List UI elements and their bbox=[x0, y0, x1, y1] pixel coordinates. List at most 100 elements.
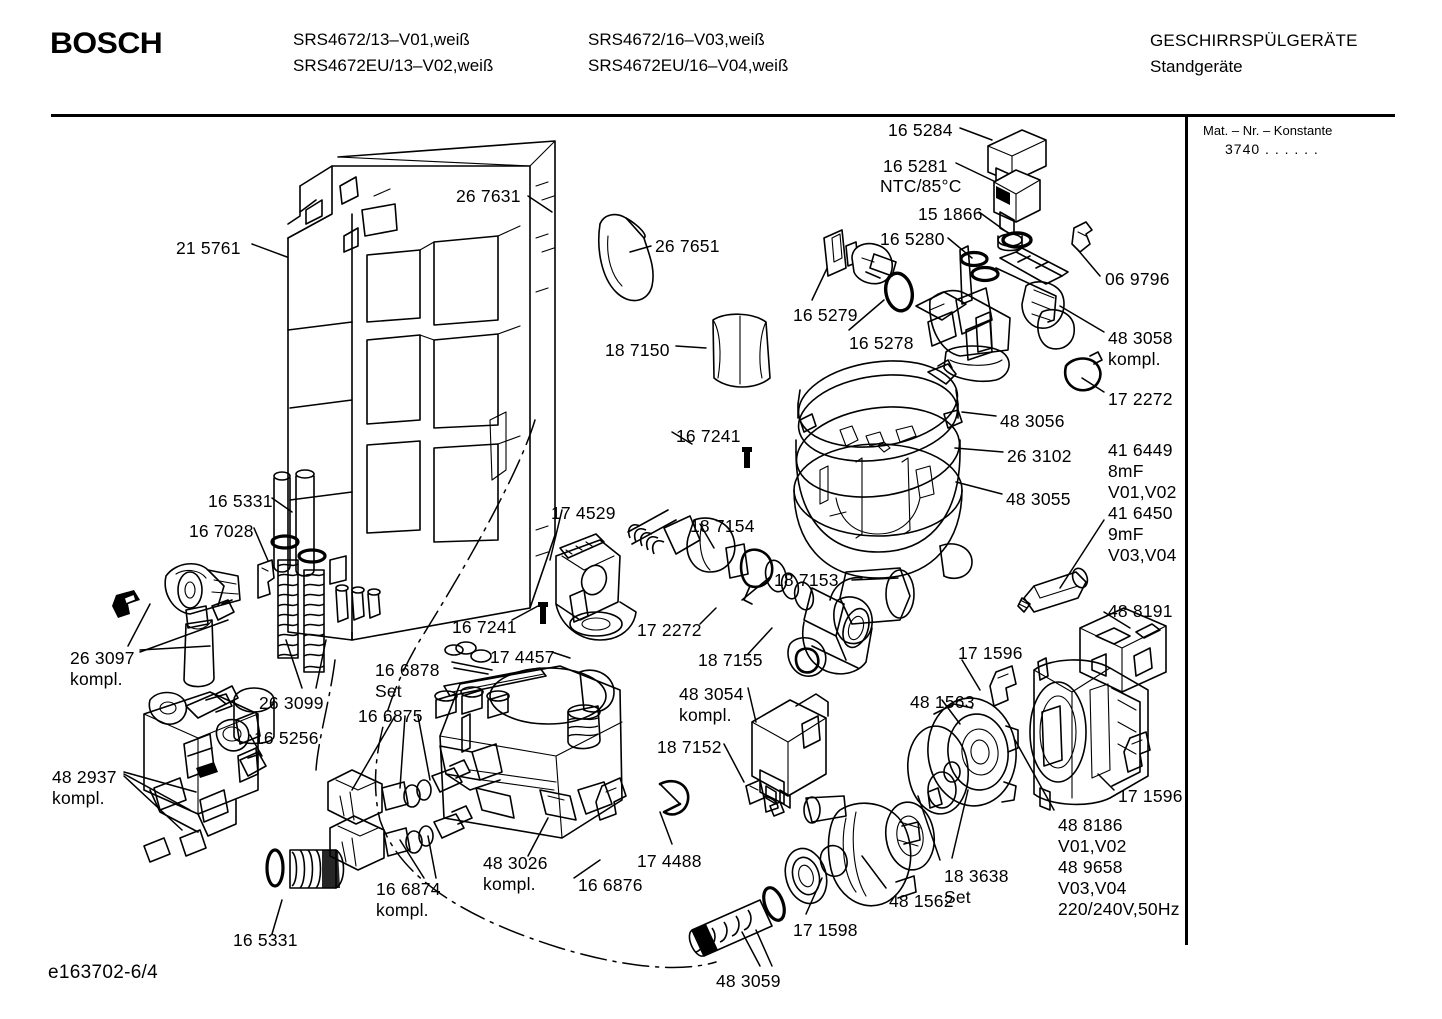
part-number-note: 41 6450 bbox=[1108, 503, 1173, 523]
part-number-label: 48 3059 bbox=[716, 971, 781, 992]
part-number-label: 16 5256 bbox=[254, 728, 319, 749]
part-number-note: kompl. bbox=[1108, 349, 1161, 369]
part-number: 16 6874 bbox=[376, 879, 441, 899]
part-number-note: Set bbox=[375, 681, 402, 701]
part-number-label: 18 7152 bbox=[657, 737, 722, 758]
part-number-label: 17 1596 bbox=[1118, 786, 1183, 807]
model-column-1: SRS4672/13–V01,weiß SRS4672EU/13–V02,wei… bbox=[293, 27, 493, 79]
part-number: 17 1596 bbox=[958, 643, 1023, 663]
bosch-logo: BOSCH bbox=[50, 27, 163, 60]
part-number: 48 3055 bbox=[1006, 489, 1071, 509]
oring-165331-upper bbox=[270, 534, 300, 550]
part-number-label: 17 4488 bbox=[637, 851, 702, 872]
part-number-label: 26 3099 bbox=[259, 693, 324, 714]
part-number-note: V03,V04 bbox=[1108, 545, 1177, 565]
part-number-label: 16 7241 bbox=[452, 617, 517, 638]
part-number: 16 7241 bbox=[676, 426, 741, 446]
part-number-label: 17 4457 bbox=[490, 647, 555, 668]
model-line: SRS4672/16–V03,weiß bbox=[588, 30, 765, 49]
oring-151866 bbox=[1001, 231, 1033, 249]
category-column: GESCHIRRSPÜLGERÄTE Standgeräte bbox=[1150, 28, 1358, 80]
material-constant-box: Mat. – Nr. – Konstante 3740 . . . . . . bbox=[1203, 122, 1332, 158]
part-number: 16 6875 bbox=[358, 706, 423, 726]
part-number: 16 5278 bbox=[849, 333, 914, 353]
part-number-label: 16 5284 bbox=[888, 120, 953, 141]
part-number-label: 16 6876 bbox=[578, 875, 643, 896]
part-number-label: 06 9796 bbox=[1105, 269, 1170, 290]
oring-165280 bbox=[959, 250, 1000, 283]
part-number-label: 26 3102 bbox=[1007, 446, 1072, 467]
part-number-label: 16 5279 bbox=[793, 305, 858, 326]
part-number-note: V01,V02 bbox=[1058, 836, 1127, 856]
part-number: 26 7631 bbox=[456, 186, 521, 206]
part-number: 17 2272 bbox=[1108, 389, 1173, 409]
water-tank-483026 bbox=[434, 665, 627, 839]
part-number: 17 4488 bbox=[637, 851, 702, 871]
oring-165331-upper2 bbox=[297, 548, 327, 564]
part-number-label: 48 1563 bbox=[910, 692, 975, 713]
part-number: 26 3097 bbox=[70, 648, 135, 668]
part-number-label: 48 3056 bbox=[1000, 411, 1065, 432]
part-number: 48 3026 bbox=[483, 853, 548, 873]
category-title: GESCHIRRSPÜLGERÄTE bbox=[1150, 31, 1358, 50]
part-number-label: 16 5281 bbox=[883, 156, 948, 177]
part-number: 18 7150 bbox=[605, 340, 670, 360]
part-number: 17 4457 bbox=[490, 647, 555, 667]
part-number: 26 7651 bbox=[655, 236, 720, 256]
part-number: 16 6878 bbox=[375, 660, 440, 680]
part-number: 26 3099 bbox=[259, 693, 324, 713]
part-number-label: 15 1866 bbox=[918, 204, 983, 225]
part-number-label: NTC/85°C bbox=[880, 176, 962, 197]
part-number-label: 17 1596 bbox=[958, 643, 1023, 664]
part-number: 17 2272 bbox=[637, 620, 702, 640]
part-number: 18 3638 bbox=[944, 866, 1009, 886]
part-number-note: 220/240V,50Hz bbox=[1058, 899, 1180, 919]
part-number-label: 48 3055 bbox=[1006, 489, 1071, 510]
part-number-label: 18 7154 bbox=[690, 516, 755, 537]
part-number-label: 48 1562 bbox=[889, 891, 954, 912]
part-number-label: 16 5278 bbox=[849, 333, 914, 354]
bellows-263099-a bbox=[277, 559, 299, 659]
part-number-note: kompl. bbox=[52, 788, 105, 808]
part-number-label: 16 5331 bbox=[233, 930, 298, 951]
part-number-label: 18 7150 bbox=[605, 340, 670, 361]
part-number-label: 21 5761 bbox=[176, 238, 241, 259]
part-number: 18 7154 bbox=[690, 516, 755, 536]
door-panel-assembly bbox=[287, 140, 556, 641]
part-number: 26 3102 bbox=[1007, 446, 1072, 466]
part-number-note: V03,V04 bbox=[1058, 878, 1127, 898]
category-subtitle: Standgeräte bbox=[1150, 57, 1243, 76]
drawing-number: e163702-6/4 bbox=[48, 962, 159, 983]
part-number: 48 8191 bbox=[1108, 601, 1173, 621]
part-number-note: kompl. bbox=[679, 705, 732, 725]
part-number-label: 16 6875 bbox=[358, 706, 423, 727]
model-line: SRS4672EU/16–V04,weiß bbox=[588, 56, 789, 75]
part-number-label: 17 2272 bbox=[637, 620, 702, 641]
part-number-note: V01,V02 bbox=[1108, 482, 1177, 502]
oring-165331-lower bbox=[265, 848, 285, 888]
leader-lines bbox=[123, 127, 1131, 969]
part-number-note: 9mF bbox=[1108, 524, 1144, 544]
part-number: 16 5284 bbox=[888, 120, 953, 140]
part-number: 48 2937 bbox=[52, 767, 117, 787]
part-number-note: kompl. bbox=[376, 900, 429, 920]
part-number: 17 4529 bbox=[551, 503, 616, 523]
right-panel-divider-line bbox=[1185, 117, 1188, 945]
part-number: 48 1563 bbox=[910, 692, 975, 712]
part-number-label: 26 7651 bbox=[655, 236, 720, 257]
part-number-label: 18 7153 bbox=[774, 570, 839, 591]
part-number-label: 17 2272 bbox=[1108, 389, 1173, 410]
oring-165278 bbox=[883, 271, 915, 313]
part-number-label: 17 1598 bbox=[793, 920, 858, 941]
part-number: 48 3054 bbox=[679, 684, 744, 704]
part-number-note: kompl. bbox=[483, 874, 536, 894]
part-number-note: Set bbox=[944, 887, 971, 907]
